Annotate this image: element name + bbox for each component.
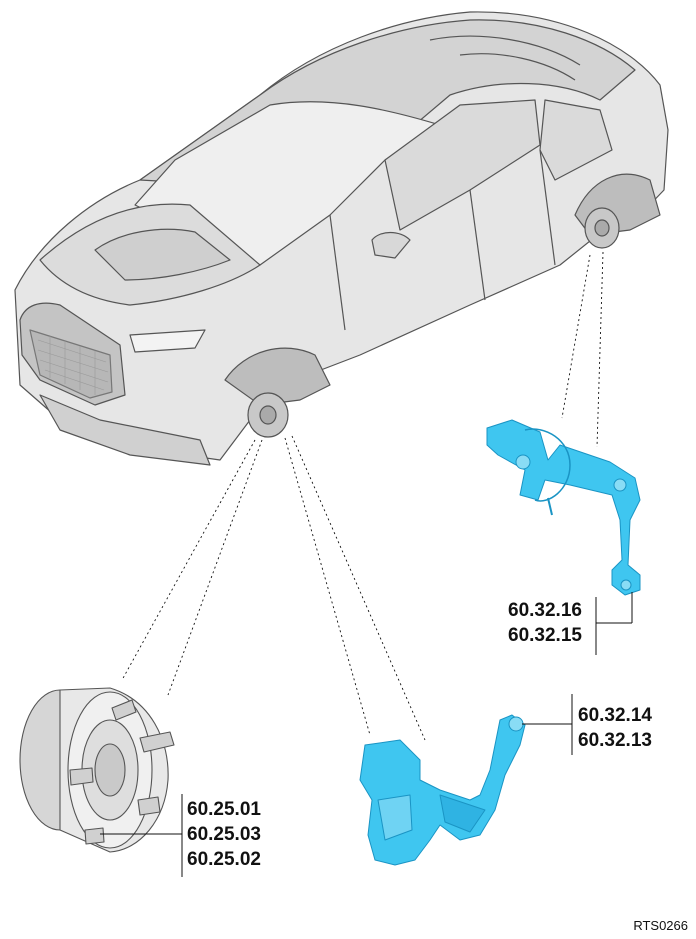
leader-line-hub-1 [121,439,256,681]
vehicle-illustration-icon [14,11,669,466]
callout-hub-code-2: 60.25.03 [187,824,261,845]
wheel-hub-icon [19,687,175,853]
leader-line-front-1 [284,437,371,736]
leader-line-rear-1 [561,254,591,419]
leader-line-front-2 [291,435,426,741]
callout-front-code-1: 60.32.14 [578,705,652,726]
leader-lines [121,251,604,741]
callout-hub-code-3: 60.25.02 [187,849,261,870]
callout-rear-code-2: 60.32.15 [508,625,582,646]
callout-front-code-2: 60.32.13 [578,730,652,751]
callout-hub-code-1: 60.25.01 [187,799,261,820]
callout-front-sensor: 60.32.14 60.32.13 [578,703,652,753]
callout-wheel-hub: 60.25.01 60.25.03 60.25.02 [187,797,261,872]
callout-rear-code-1: 60.32.16 [508,600,582,621]
callout-rear-sensor: 60.32.16 60.32.15 [508,598,582,648]
rear-height-sensor-icon [486,419,641,596]
leader-line-rear-2 [596,251,604,448]
front-height-sensor-icon [359,714,526,866]
callout-brackets [100,592,633,877]
leader-line-hub-2 [167,439,263,696]
figure-reference-code: RTS0266 [633,918,688,933]
